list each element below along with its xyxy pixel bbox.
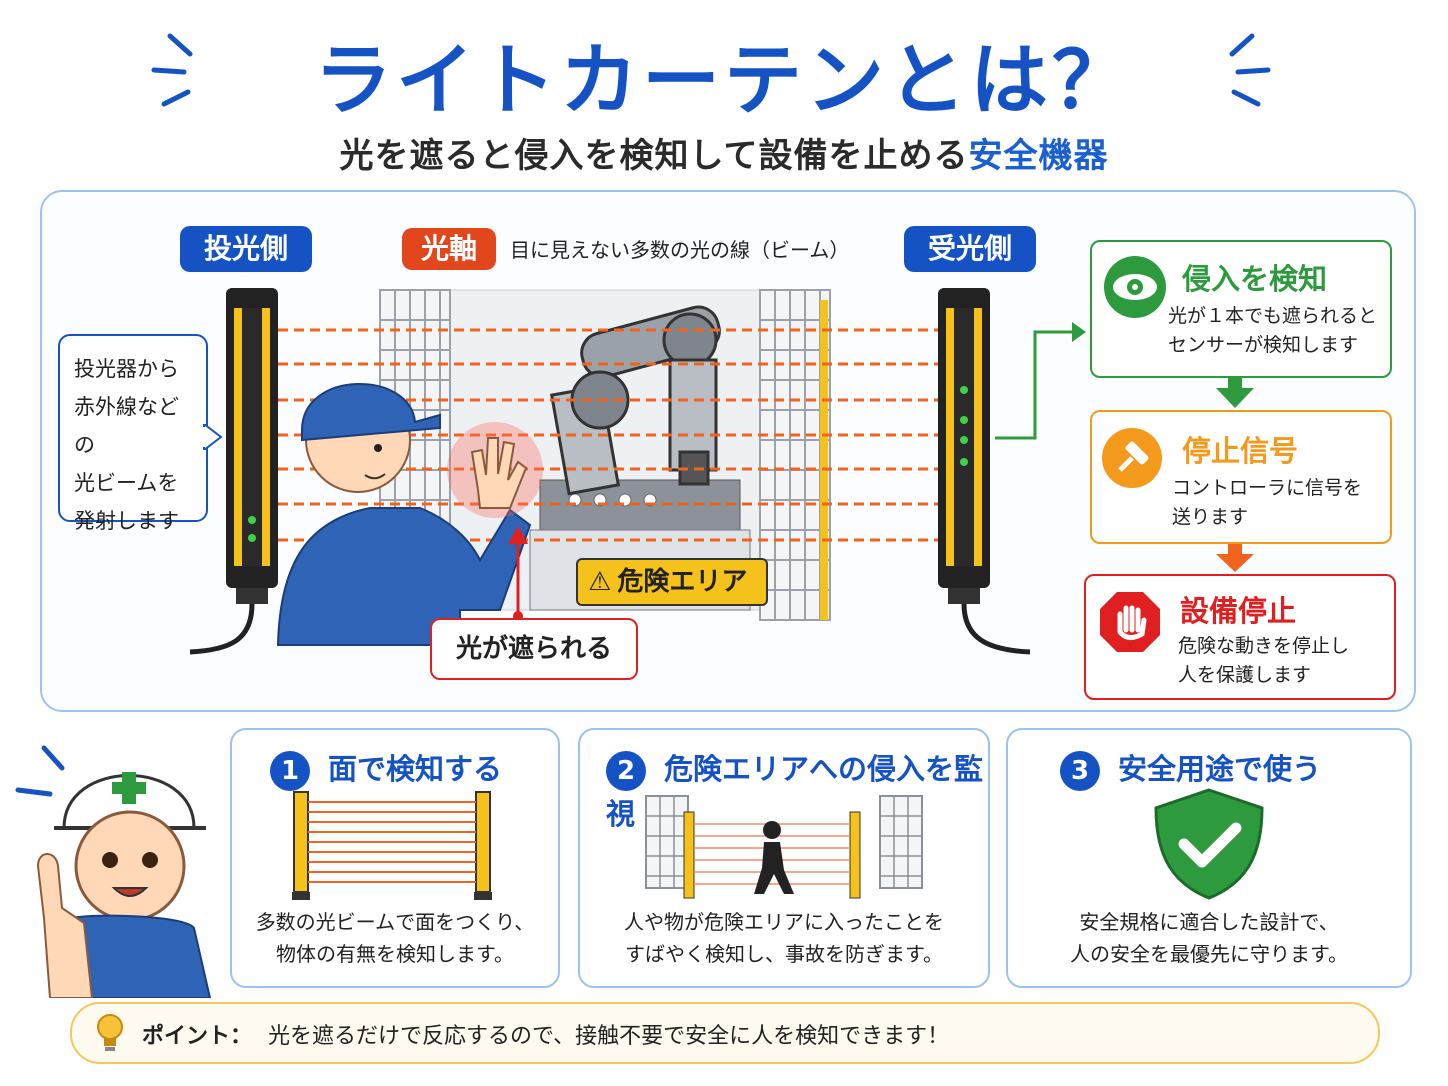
step-stop-signal-title: 停止信号 [1182, 434, 1299, 468]
blocked-label: 光が遮られる [430, 618, 638, 680]
point-bar: ポイント： 光を遮るだけで反応するので、接触不要で安全に人を検知できます！ [70, 1002, 1380, 1064]
robot-arm [549, 305, 721, 496]
subtitle-main: 光を遮ると侵入を検知して設備を止める [339, 136, 969, 176]
shield-check-icon [1154, 788, 1264, 900]
light-curtain-mini-icon [292, 791, 492, 900]
light-curtain-scene [189, 288, 1254, 655]
mascot-sparkle-icon [15, 745, 65, 797]
fence-right [759, 289, 831, 621]
emitter-bubble-line: 赤外線などの [74, 395, 179, 457]
axis-description: 目に見えない多数の光の線（ビーム） [510, 238, 850, 262]
step-detect: 侵入を検知 光が１本でも遮られると センサーが検知します [1090, 240, 1392, 378]
emitter-sensor-bar [189, 288, 278, 655]
step-detect-desc: 光が１本でも遮られると センサーが検知します [1168, 305, 1378, 356]
point-label: ポイント： [142, 1024, 253, 1049]
page-subtitle: 光を遮ると侵入を検知して設備を止める安全機器 [0, 128, 1448, 177]
feature-card-1-desc: 多数の光ビームで面をつくり、 物体の有無を検知します。 [255, 910, 535, 966]
worker-figure [276, 382, 532, 646]
point-text: 光を遮るだけで反応するので、接触不要で安全に人を検知できます！ [268, 1024, 950, 1049]
receiver-sensor-bar [938, 288, 1031, 655]
eye-icon [1104, 256, 1166, 318]
step-detect-title: 侵入を検知 [1182, 262, 1328, 296]
emitter-tag: 投光側 [180, 226, 312, 272]
warning-triangle-icon: ⚠ [588, 567, 612, 597]
page-title: ライトカーテンとは？ [313, 36, 1134, 126]
step-equipment-stop-title: 設備停止 [1180, 594, 1297, 628]
title-sparkle-right-icon [1229, 33, 1271, 107]
emitter-bubble-line: 光ビームを [74, 471, 179, 495]
axis-tag: 光軸 [402, 228, 496, 270]
emitter-bubble-line: 投光器から [74, 357, 179, 381]
danger-area-label: ⚠危険エリア [576, 558, 768, 606]
step-equipment-stop-desc: 危険な動きを停止し 人を保護します [1178, 635, 1350, 686]
emitter-bubble-line: 発射します [74, 509, 179, 533]
stop-sign-icon [1098, 590, 1162, 654]
hand-icon [470, 437, 528, 509]
subtitle-highlight: 安全機器 [968, 136, 1109, 176]
title-sparkle-left-icon [151, 33, 193, 107]
lightbulb-icon [97, 1014, 123, 1051]
feature-card-3-desc: 安全規格に適合した設計で、 人の安全を最優先に守ります。 [1070, 910, 1348, 966]
light-beams [278, 328, 940, 542]
step-stop-signal-desc: コントローラに信号を 送ります [1172, 477, 1363, 528]
step-equipment-stop: 設備停止 危険な動きを停止し 人を保護します [1084, 574, 1396, 700]
emitter-bubble: 投光器から 赤外線などの 光ビームを 発射します [58, 334, 208, 533]
green-cross-icon [112, 772, 146, 804]
person-walking-icon [754, 821, 794, 894]
signal-icon [1102, 428, 1162, 488]
mascot-worker [15, 745, 212, 998]
bubble-tail-icon [203, 424, 223, 450]
receiver-tag: 受光側 [904, 226, 1036, 272]
step-stop-signal: 停止信号 コントローラに信号を 送ります [1090, 410, 1392, 544]
feature-card-2-desc: 人や物が危険エリアに入ったことを すばやく検知し、事故を防ぎます。 [624, 910, 944, 966]
area-monitor-icon [645, 795, 923, 899]
